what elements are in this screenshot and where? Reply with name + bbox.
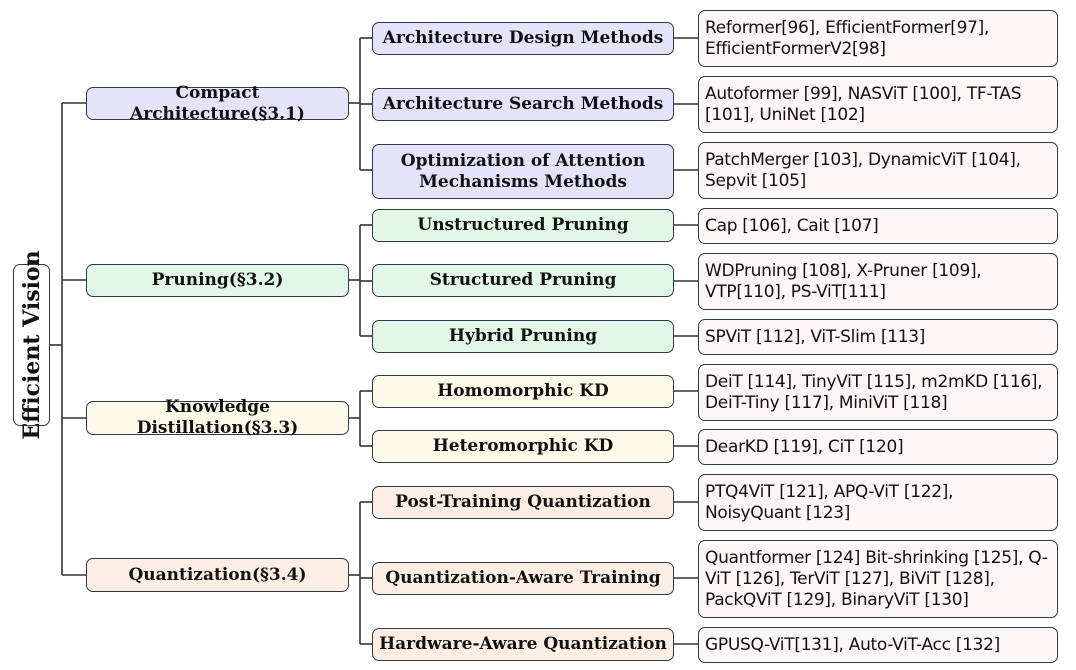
method-architecture-search: Architecture Search Methods xyxy=(372,88,674,121)
method-quantization-aware-training: Quantization-Aware Training xyxy=(372,562,674,595)
method-hardware-aware-quantization: Hardware-Aware Quantization xyxy=(372,628,674,661)
method-homomorphic-kd: Homomorphic KD xyxy=(372,375,674,408)
refs-homomorphic-kd: DeiT [114], TinyViT [115], m2mKD [116], … xyxy=(698,364,1058,421)
method-structured-pruning: Structured Pruning xyxy=(372,264,674,297)
refs-hardware-aware-quantization: GPUSQ-ViT[131], Auto-ViT-Acc [132] xyxy=(698,627,1058,663)
root-node: Efficient Vision xyxy=(13,250,50,440)
category-pruning: Pruning(§3.2) xyxy=(86,264,349,297)
refs-architecture-search: Autoformer [99], NASViT [100], TF-TAS [1… xyxy=(698,76,1058,133)
method-architecture-design: Architecture Design Methods xyxy=(372,22,674,55)
category-compact-architecture: Compact Architecture(§3.1) xyxy=(86,83,349,124)
refs-quantization-aware-training: Quantformer [124] Bit-shrinking [125], Q… xyxy=(698,540,1058,618)
refs-attention-optimization: PatchMerger [103], DynamicViT [104], Sep… xyxy=(698,142,1058,199)
method-hybrid-pruning: Hybrid Pruning xyxy=(372,320,674,353)
refs-heteromorphic-kd: DearKD [119], CiT [120] xyxy=(698,429,1058,465)
refs-structured-pruning: WDPruning [108], X-Pruner [109], VTP[110… xyxy=(698,253,1058,310)
method-unstructured-pruning: Unstructured Pruning xyxy=(372,209,674,242)
refs-hybrid-pruning: SPViT [112], ViT-Slim [113] xyxy=(698,319,1058,355)
refs-unstructured-pruning: Cap [106], Cait [107] xyxy=(698,208,1058,244)
category-quantization: Quantization(§3.4) xyxy=(86,558,349,592)
method-attention-optimization: Optimization of Attention Mechanisms Met… xyxy=(372,144,674,199)
category-knowledge-distillation: Knowledge Distillation(§3.3) xyxy=(86,397,349,438)
method-post-training-quantization: Post-Training Quantization xyxy=(372,486,674,519)
method-heteromorphic-kd: Heteromorphic KD xyxy=(372,430,674,463)
refs-post-training-quantization: PTQ4ViT [121], APQ-ViT [122], NoisyQuant… xyxy=(698,474,1058,531)
root-label: Efficient Vision xyxy=(18,250,45,440)
refs-architecture-design: Reformer[96], EfficientFormer[97], Effic… xyxy=(698,10,1058,67)
